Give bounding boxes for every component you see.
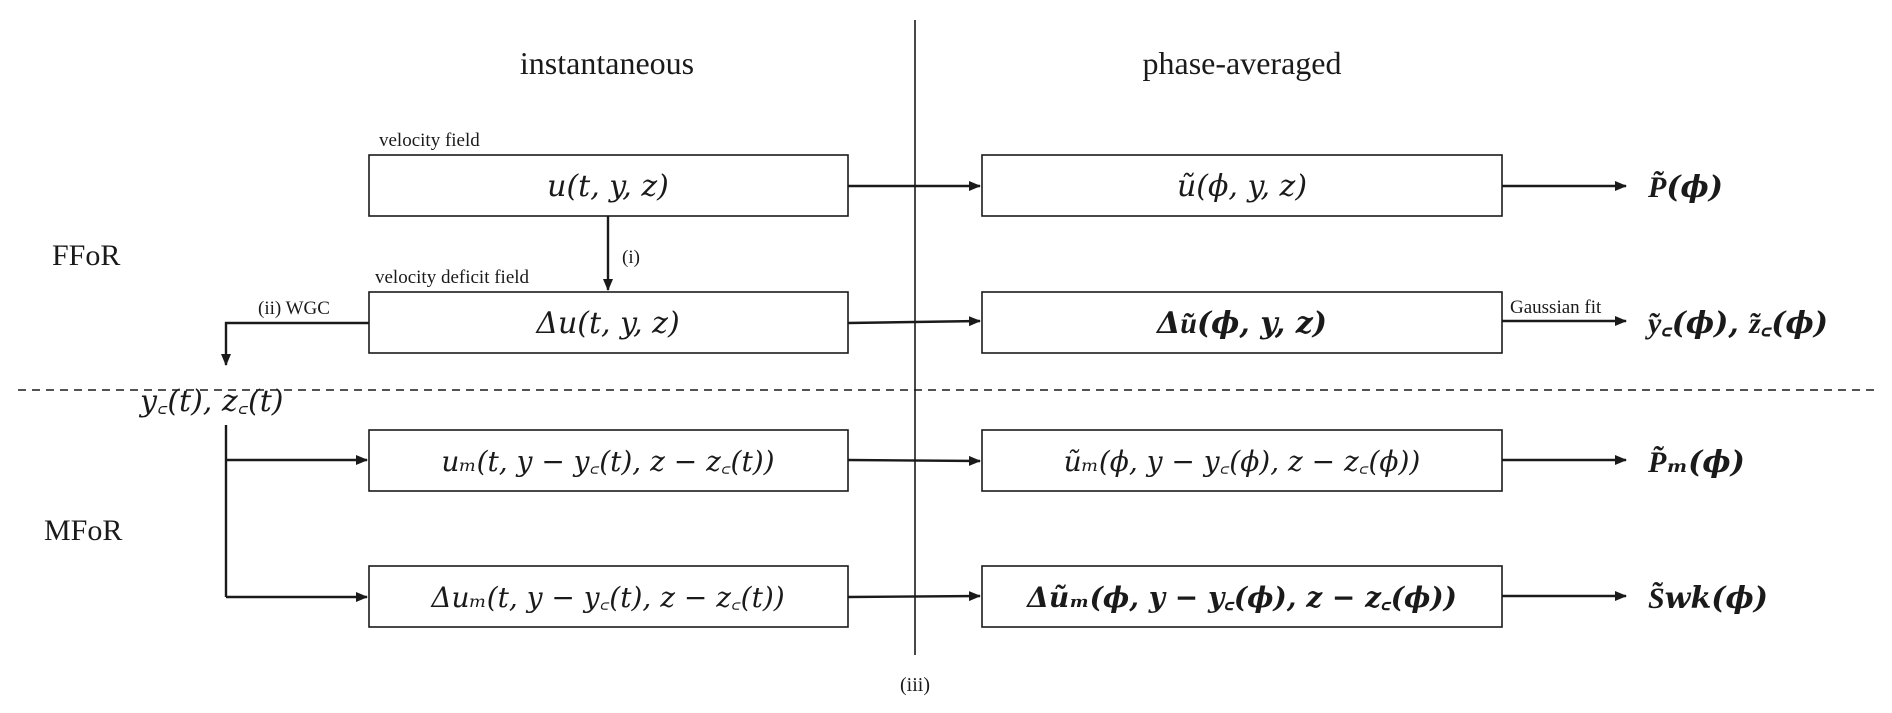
box-dum-instantaneous	[368, 565, 849, 628]
box-u-phase-averaged-text: ũ(ϕ, y, z)	[1177, 169, 1307, 204]
box-du-instantaneous	[368, 291, 849, 354]
label-step-ii-wgc: (ii) WGC	[258, 298, 330, 319]
section-ffor: FFoR	[52, 239, 120, 272]
box-um-instantaneous	[368, 429, 849, 492]
section-mfor: MFoR	[44, 514, 122, 547]
output-p: P͂(ϕ)	[1647, 170, 1723, 205]
output-swk: S͂wk(ϕ)	[1648, 581, 1768, 616]
center-label: y꜀(t), z꜀(t)	[138, 384, 284, 419]
header-instantaneous: instantaneous	[520, 45, 694, 81]
arrow-du-to-phase	[847, 316, 981, 327]
box-um-phase-averaged-text: ũₘ(ϕ, y − y꜀(ϕ), z − z꜀(ϕ))	[1064, 445, 1421, 478]
box-dum-phase-averaged	[981, 565, 1503, 628]
header-phase-averaged: phase-averaged	[1143, 45, 1342, 81]
box-du-phase-averaged-text: Δu͂(ϕ, y, z)	[1155, 306, 1327, 341]
box-dum-instantaneous-text: Δuₘ(t, y − y꜀(t), z − z꜀(t))	[430, 581, 784, 614]
box-u-instantaneous-text: u(t, y, z)	[547, 169, 669, 204]
label-step-i: (i)	[622, 247, 640, 268]
box-dum-phase-averaged-text: Δũₘ(ϕ, y − y꜀(ϕ), z − z꜀(ϕ))	[1025, 581, 1457, 614]
arrow-um-to-phase	[847, 455, 981, 466]
label-velocity-deficit-field: velocity deficit field	[375, 267, 530, 288]
box-um-phase-averaged	[981, 429, 1503, 492]
box-du-phase-averaged	[981, 291, 1503, 354]
label-gaussian-fit: Gaussian fit	[1510, 297, 1602, 318]
arrow-dum-to-phase	[847, 591, 981, 602]
output-pm: P͂ₘ(ϕ)	[1647, 445, 1745, 480]
label-velocity-field: velocity field	[379, 130, 480, 151]
box-um-instantaneous-text: uₘ(t, y − y꜀(t), z − z꜀(t))	[441, 445, 774, 478]
box-u-phase-averaged	[981, 154, 1503, 217]
arrow-wgc	[221, 321, 369, 366]
label-step-iii: (iii)	[900, 674, 930, 696]
box-u-instantaneous	[368, 154, 849, 217]
box-du-instantaneous-text: Δu(t, y, z)	[535, 306, 679, 341]
output-wake-centers: y͂꜀(ϕ), z͂꜀(ϕ)	[1645, 306, 1828, 341]
